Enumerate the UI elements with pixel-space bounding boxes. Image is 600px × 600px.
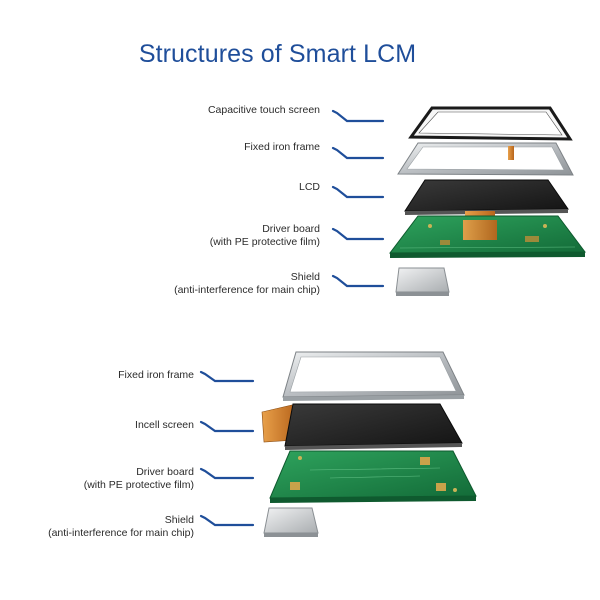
label-shield-top: Shield (anti-interference for main chip) (174, 271, 320, 296)
leader-lines-top (331, 109, 385, 288)
page-title: Structures of Smart LCM (138, 40, 417, 68)
leader-line (199, 370, 255, 383)
label-driver-board-bottom: Driver board (with PE protective film) (83, 466, 194, 491)
leader-line (331, 274, 385, 288)
leader-lines-bottom (199, 370, 255, 527)
leader-line (331, 185, 385, 199)
label-shield-bottom: Shield (anti-interference for main chip) (48, 514, 194, 539)
leader-line (199, 514, 255, 527)
shield-top-layer (395, 267, 450, 296)
label-capacitive-touch-screen: Capacitive touch screen (207, 104, 320, 116)
capacitive-touch-screen-layer (408, 106, 573, 141)
fixed-iron-frame-bottom-layer (282, 351, 465, 401)
lcd-layer (404, 179, 569, 217)
label-fixed-iron-frame-bottom: Fixed iron frame (118, 369, 194, 381)
driver-board-bottom-layer (269, 450, 477, 503)
incell-screen-layer (261, 403, 463, 450)
leader-line (331, 146, 385, 160)
shield-bottom-layer (263, 507, 319, 537)
label-driver-board-top: Driver board (with PE protective film) (209, 223, 320, 248)
driver-board-top-layer (388, 215, 586, 258)
leader-line (331, 227, 385, 241)
label-incell-screen: Incell screen (135, 419, 194, 431)
leader-line (199, 467, 255, 480)
fixed-iron-frame-top-layer (397, 142, 574, 176)
label-fixed-iron-frame-top: Fixed iron frame (244, 141, 320, 153)
label-lcd: LCD (298, 181, 320, 193)
leader-line (199, 420, 255, 433)
leader-line (331, 109, 385, 123)
